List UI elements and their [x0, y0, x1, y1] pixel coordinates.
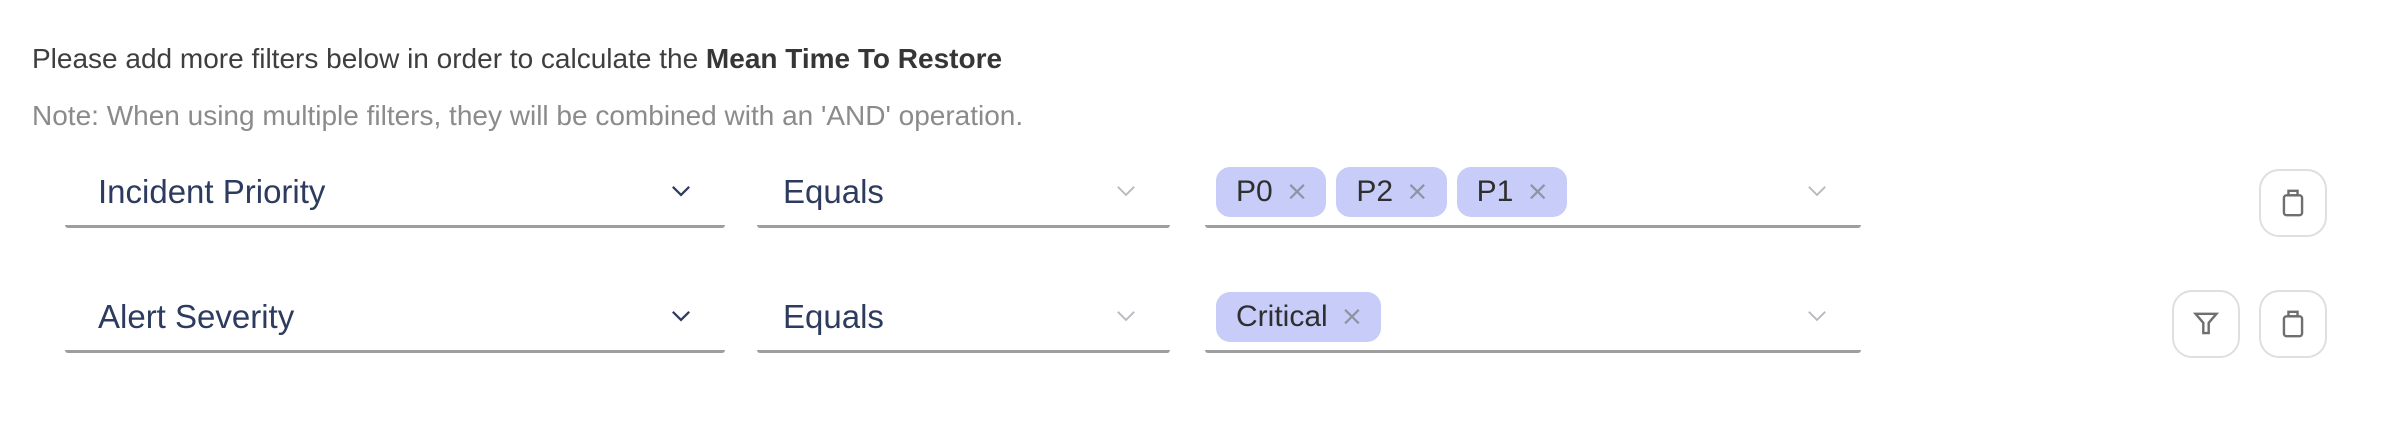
apply-filter-button[interactable]	[2172, 290, 2240, 358]
chevron-down-icon	[1112, 176, 1140, 204]
tag-remove-icon[interactable]: ×	[1406, 176, 1429, 207]
tag: P0 ×	[1216, 166, 1327, 217]
tag-label: Critical	[1236, 299, 1328, 333]
note-text: Note: When using multiple filters, they …	[32, 100, 1024, 131]
tag: P2 ×	[1336, 166, 1447, 217]
tag-remove-icon[interactable]: ×	[1285, 176, 1309, 207]
chevron-down-icon	[1803, 301, 1831, 329]
attribute-select-value: Incident Priority	[98, 172, 326, 210]
delete-filter-button[interactable]	[2259, 169, 2327, 237]
chevron-down-icon	[1112, 301, 1140, 329]
values-multiselect[interactable]: P0 × P2 × P1 ×	[1205, 158, 1861, 228]
tag-remove-icon[interactable]: ×	[1526, 176, 1549, 207]
attribute-select-value: Alert Severity	[98, 297, 295, 335]
tag: Critical ×	[1216, 291, 1382, 342]
chevron-down-icon	[1803, 176, 1831, 204]
chevron-down-icon	[667, 176, 695, 204]
attribute-select[interactable]: Alert Severity	[65, 283, 725, 353]
operator-select-value: Equals	[783, 297, 884, 335]
header: Please add more filters below in order t…	[32, 40, 1023, 135]
tag-label: P2	[1356, 174, 1394, 208]
filter-row-alert-severity: Alert Severity Equals Critical ×	[0, 283, 2408, 358]
filter-row-incident-priority: Incident Priority Equals P0 × P2 ×	[0, 158, 2408, 237]
attribute-select[interactable]: Incident Priority	[65, 158, 725, 228]
operator-select[interactable]: Equals	[757, 283, 1170, 353]
intro-text-regular: Please add more filters below in order t…	[32, 43, 706, 74]
tag-remove-icon[interactable]: ×	[1340, 301, 1364, 332]
tag: P1 ×	[1456, 166, 1567, 217]
delete-filter-button[interactable]	[2259, 290, 2327, 358]
trash-icon	[2276, 186, 2310, 220]
operator-select[interactable]: Equals	[757, 158, 1170, 228]
filter-funnel-icon	[2189, 307, 2223, 341]
trash-icon	[2276, 307, 2310, 341]
tag-label: P0	[1236, 174, 1273, 208]
chevron-down-icon	[667, 301, 695, 329]
tag-list: P0 × P2 × P1 ×	[1216, 166, 1567, 217]
operator-select-value: Equals	[783, 172, 884, 210]
intro-text: Please add more filters below in order t…	[32, 40, 1023, 78]
values-multiselect[interactable]: Critical ×	[1205, 283, 1861, 353]
tag-list: Critical ×	[1216, 291, 1382, 342]
intro-text-metric-name: Mean Time To Restore	[705, 43, 1003, 74]
tag-label: P1	[1476, 174, 1514, 208]
